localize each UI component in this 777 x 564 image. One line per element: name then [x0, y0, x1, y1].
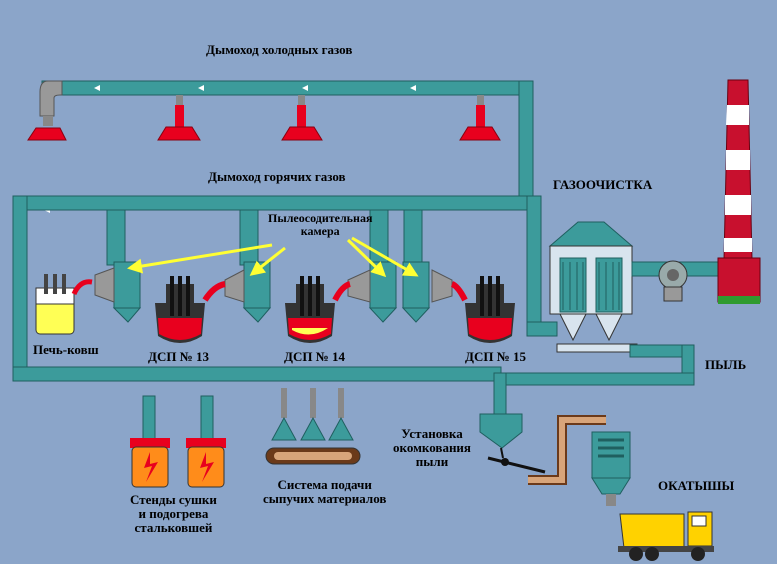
duct-flow-arrows [44, 85, 416, 213]
hood-4 [459, 95, 501, 141]
cold-duct-label: Дымоход холодных газов [206, 42, 353, 57]
eaf-15 [450, 276, 515, 343]
hot-gas-duct [12, 195, 558, 382]
hood-1 [27, 116, 67, 141]
conveyor-inner [528, 417, 606, 483]
pellet-hopper [591, 431, 631, 506]
eaf-15-label: ДСП № 15 [465, 349, 527, 364]
pellets-label: ОКАТЫШЫ [658, 478, 735, 493]
ladle-furnace-label: Печь-ковш [33, 342, 99, 357]
ladle-stands [130, 395, 226, 488]
hood-3 [281, 95, 323, 141]
ladle-furnace [35, 274, 93, 335]
bulk-feed-label: Система подачи сыпучих материалов [263, 477, 387, 506]
eaf-13-label: ДСП № 13 [148, 349, 210, 364]
dust-chamber-label: Пылеосодительная камера [268, 211, 373, 238]
eaf-14-label: ДСП № 14 [284, 349, 346, 364]
gas-cleaning-unit [548, 221, 638, 353]
dump-truck [618, 511, 714, 561]
dust-chamber-arrows [127, 236, 419, 278]
dust-label: ПЫЛЬ [705, 357, 747, 372]
exhaust-fan [658, 260, 688, 302]
chimney [717, 79, 761, 304]
gas-cleaning-label: ГАЗООЧИСТКА [553, 177, 653, 192]
hot-duct-label: Дымоход горячих газов [208, 169, 346, 184]
eaf-13 [155, 276, 226, 343]
bulk-feed-system [265, 388, 361, 465]
pelletizer-label: Установка окомкования пыли [393, 426, 471, 469]
pelletizer [479, 413, 546, 474]
hood-2 [157, 95, 201, 141]
ladle-stands-label: Стенды сушки и подогрева стальковшей [130, 492, 217, 535]
cold-gas-duct [39, 80, 534, 197]
eaf-14 [285, 276, 351, 343]
chamber-connectors [94, 267, 453, 303]
dust-pipe [493, 344, 695, 416]
